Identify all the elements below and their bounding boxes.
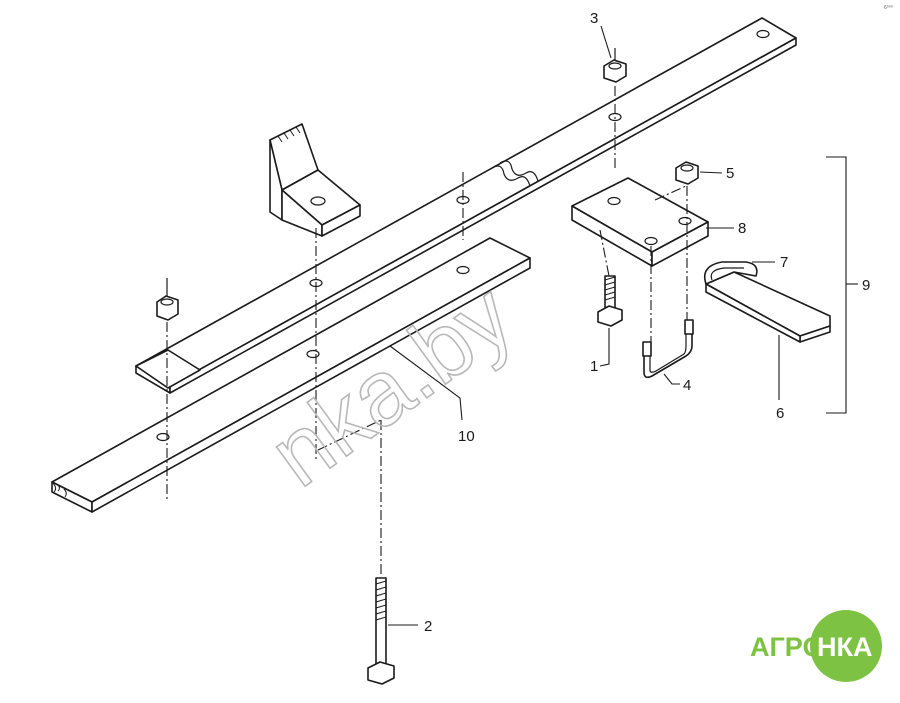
lower-bar-part-10 <box>51 237 531 513</box>
callout-5: 5 <box>726 165 734 182</box>
logo-right-text: НКА <box>817 632 872 662</box>
angle-bracket <box>269 123 361 237</box>
callout-10: 10 <box>458 428 475 445</box>
agronka-logo: АГРО НКА <box>750 610 882 682</box>
nut-part-5 <box>675 161 699 185</box>
upper-bar <box>135 17 797 394</box>
bolt-part-2 <box>367 577 395 685</box>
nut-left <box>156 278 179 321</box>
corner-code: 6⁰⁰⁰ <box>884 5 893 11</box>
bolt-part-1 <box>597 275 623 327</box>
callout-labels: 3 5 8 7 9 1 4 6 10 2 <box>424 10 870 635</box>
clamp-plate-part-8 <box>571 177 709 267</box>
leader-lines <box>388 25 858 626</box>
callout-7: 7 <box>780 254 788 271</box>
callout-8: 8 <box>738 220 746 237</box>
callout-3: 3 <box>590 10 598 27</box>
callout-9: 9 <box>862 277 870 294</box>
u-bolt-part-4 <box>642 319 694 379</box>
callout-4: 4 <box>683 377 691 394</box>
callout-6: 6 <box>776 405 784 422</box>
callout-1: 1 <box>590 358 598 375</box>
centre-lines <box>166 86 688 575</box>
knife-section-part-6 <box>703 261 831 343</box>
logo-circle <box>810 610 882 682</box>
short-plate <box>135 349 201 389</box>
callout-2: 2 <box>424 618 432 635</box>
nut-part-3 <box>603 48 627 83</box>
